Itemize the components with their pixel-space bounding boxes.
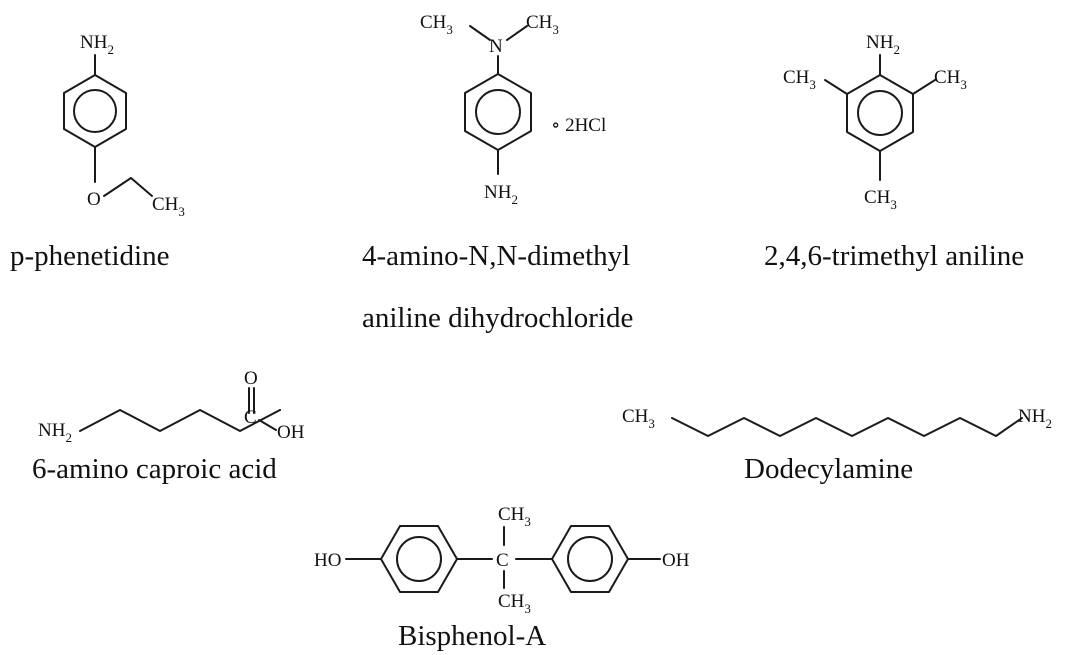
carbon-chain [671,417,1023,437]
atom-left-hydroxyl-label: HO [314,550,341,571]
right-benzene-ring [551,525,629,593]
caption-bisphenol-a: Bisphenol-A [398,620,546,652]
atom-para-methyl-label: CH3 [864,187,897,212]
bond-n-left-methyl [469,25,491,41]
atom-quaternary-carbon-label: C [496,550,509,571]
left-aromatic-circle [396,536,442,582]
bond-ethyl [130,177,153,197]
compound-dimethyl-aniline-dihydrochloride: CH3 N CH3 NH2 ∘ 2HCl 4-amino-N,N-dimethy… [362,12,633,334]
atom-left-methyl-label: CH3 [783,67,816,92]
atom-oxygen-label: O [87,189,101,210]
atom-methyl-label: CH3 [622,406,655,431]
caption-p-phenetidine: p-phenetidine [10,240,169,272]
atom-left-methyl-label: CH3 [420,12,453,37]
aromatic-circle [73,89,117,133]
atom-nitrogen-label: N [489,36,503,57]
aromatic-circle [857,90,903,136]
carbon-chain [79,409,281,432]
caption-trimethyl-aniline: 2,4,6-trimethyl aniline [764,240,1024,272]
atom-right-methyl-label: CH3 [934,67,967,92]
caption-line-1: 4-amino-N,N-dimethyl [362,240,630,272]
atom-amine-label: NH2 [866,32,900,57]
compound-p-phenetidine: NH2 O CH3 p-phenetidine [10,32,185,272]
atom-carboxyl-carbon-label: C [244,407,257,428]
benzene-ring [846,74,914,152]
atom-hydroxyl-label: OH [277,422,305,443]
atom-methyl-label: CH3 [152,194,185,219]
caption-amino-caproic-acid: 6-amino caproic acid [32,453,277,485]
atom-amine-label: NH2 [80,32,114,57]
bond-left-methyl [824,79,848,95]
bond-hydroxyl [258,419,277,431]
atom-top-methyl-label: CH3 [498,504,531,529]
compound-amino-caproic-acid: NH2 O C OH 6-amino caproic acid [32,368,305,485]
bond-n-right-methyl [506,25,528,41]
atom-carbonyl-oxygen-label: O [244,368,258,389]
atom-amine-label: NH2 [1018,406,1052,431]
left-benzene-ring [380,525,458,593]
atom-right-hydroxyl-label: OH [662,550,690,571]
bond-right-methyl [912,79,936,95]
compound-dodecylamine: CH3 NH2 Dodecylamine [622,406,1052,485]
caption-dodecylamine: Dodecylamine [744,453,913,485]
compound-bisphenol-a: HO C CH3 CH3 OH Bisphenol-A [314,504,690,652]
atom-amine-label: NH2 [38,420,72,445]
aromatic-circle [475,89,521,135]
benzene-ring [464,73,532,151]
compound-trimethyl-aniline: NH2 CH3 CH3 CH3 2,4,6-trimethyl aniline [764,32,1024,272]
right-aromatic-circle [567,536,613,582]
salt-label: ∘ 2HCl [551,115,606,136]
atom-bottom-methyl-label: CH3 [498,591,531,616]
atom-right-methyl-label: CH3 [526,12,559,37]
atom-amine-label: NH2 [484,182,518,207]
bond-oxygen-ethyl [103,177,132,197]
caption-line-2: aniline dihydrochloride [362,302,633,334]
